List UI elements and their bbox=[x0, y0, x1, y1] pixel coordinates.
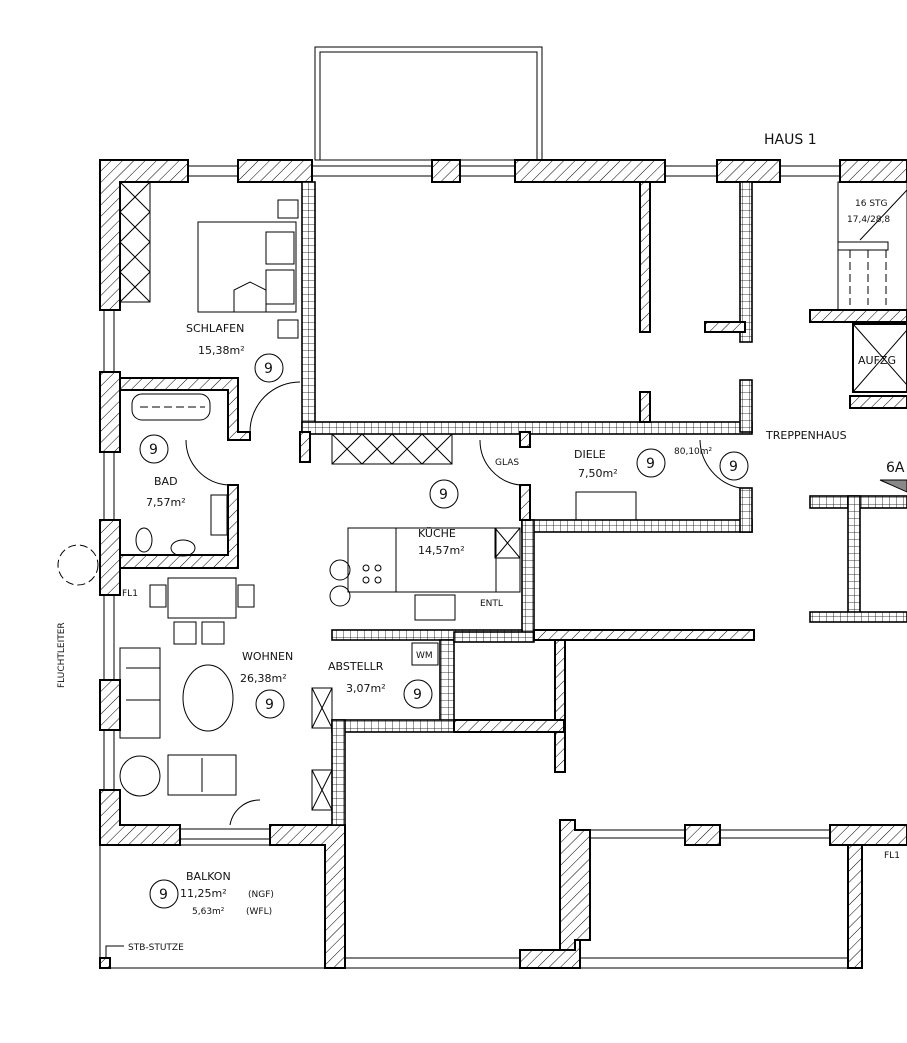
room-area: 7,50m² bbox=[578, 467, 618, 480]
level-label: 6A bbox=[886, 460, 905, 476]
interior-walls bbox=[119, 181, 907, 826]
room-area: 14,57m² bbox=[418, 544, 465, 557]
stairwell bbox=[837, 181, 907, 493]
room-marker: 9 bbox=[413, 687, 422, 703]
washing-machine-label: WM bbox=[416, 651, 433, 661]
upper-balcony bbox=[314, 46, 543, 161]
room-labels: HAUS 1 SCHLAFEN 15,38m² 9 BAD 7,57m² 9 K… bbox=[146, 132, 817, 917]
room-area-note: (NGF) bbox=[248, 890, 274, 900]
room-area: 15,38m² bbox=[198, 344, 245, 357]
escape-window-label: FL1 bbox=[122, 589, 138, 599]
room-area: 3,07m² bbox=[346, 682, 386, 695]
room-area-secondary-note: (WFL) bbox=[246, 907, 272, 917]
furniture bbox=[57, 181, 741, 826]
stairs-count: 16 STG bbox=[855, 199, 888, 209]
glass-door-label: GLAS bbox=[495, 458, 519, 468]
room-marker: 9 bbox=[646, 456, 655, 472]
room-marker: 9 bbox=[439, 487, 448, 503]
vent-label: ENTL bbox=[480, 599, 503, 609]
building-label: HAUS 1 bbox=[764, 132, 817, 148]
room-area: 26,38m² bbox=[240, 672, 287, 685]
room-name: BALKON bbox=[186, 870, 231, 883]
column-label: STB-STUTZE bbox=[128, 943, 184, 953]
room-area: 80,10m² bbox=[674, 447, 713, 457]
escape-window-label: FL1 bbox=[884, 851, 900, 861]
room-marker: 9 bbox=[265, 697, 274, 713]
exterior-walls bbox=[99, 159, 907, 969]
room-marker: 9 bbox=[149, 442, 158, 458]
room-marker: 9 bbox=[159, 887, 168, 903]
room-marker: 9 bbox=[729, 459, 738, 475]
room-name: BAD bbox=[154, 475, 178, 488]
room-name: SCHLAFEN bbox=[186, 322, 244, 335]
escape-ladder-label: FLUCHTLEITER bbox=[57, 622, 67, 688]
elevator-label: AUFZG bbox=[858, 354, 896, 367]
room-name: ABSTELLR bbox=[328, 660, 384, 673]
room-name: KÜCHE bbox=[418, 527, 456, 540]
annotations: TREPPENHAUS AUFZG 16 STG 17,4/28,8 GLAS … bbox=[57, 199, 905, 958]
room-markers bbox=[139, 353, 749, 909]
room-area: 7,57m² bbox=[146, 496, 186, 509]
room-marker: 9 bbox=[264, 361, 273, 377]
stairwell-label: TREPPENHAUS bbox=[765, 429, 847, 442]
room-area: 11,25m² bbox=[180, 887, 227, 900]
room-name: DIELE bbox=[574, 448, 606, 461]
room-area-secondary: 5,63m² bbox=[192, 907, 225, 917]
stairs-dimensions: 17,4/28,8 bbox=[847, 215, 890, 225]
room-name: WOHNEN bbox=[242, 650, 293, 663]
